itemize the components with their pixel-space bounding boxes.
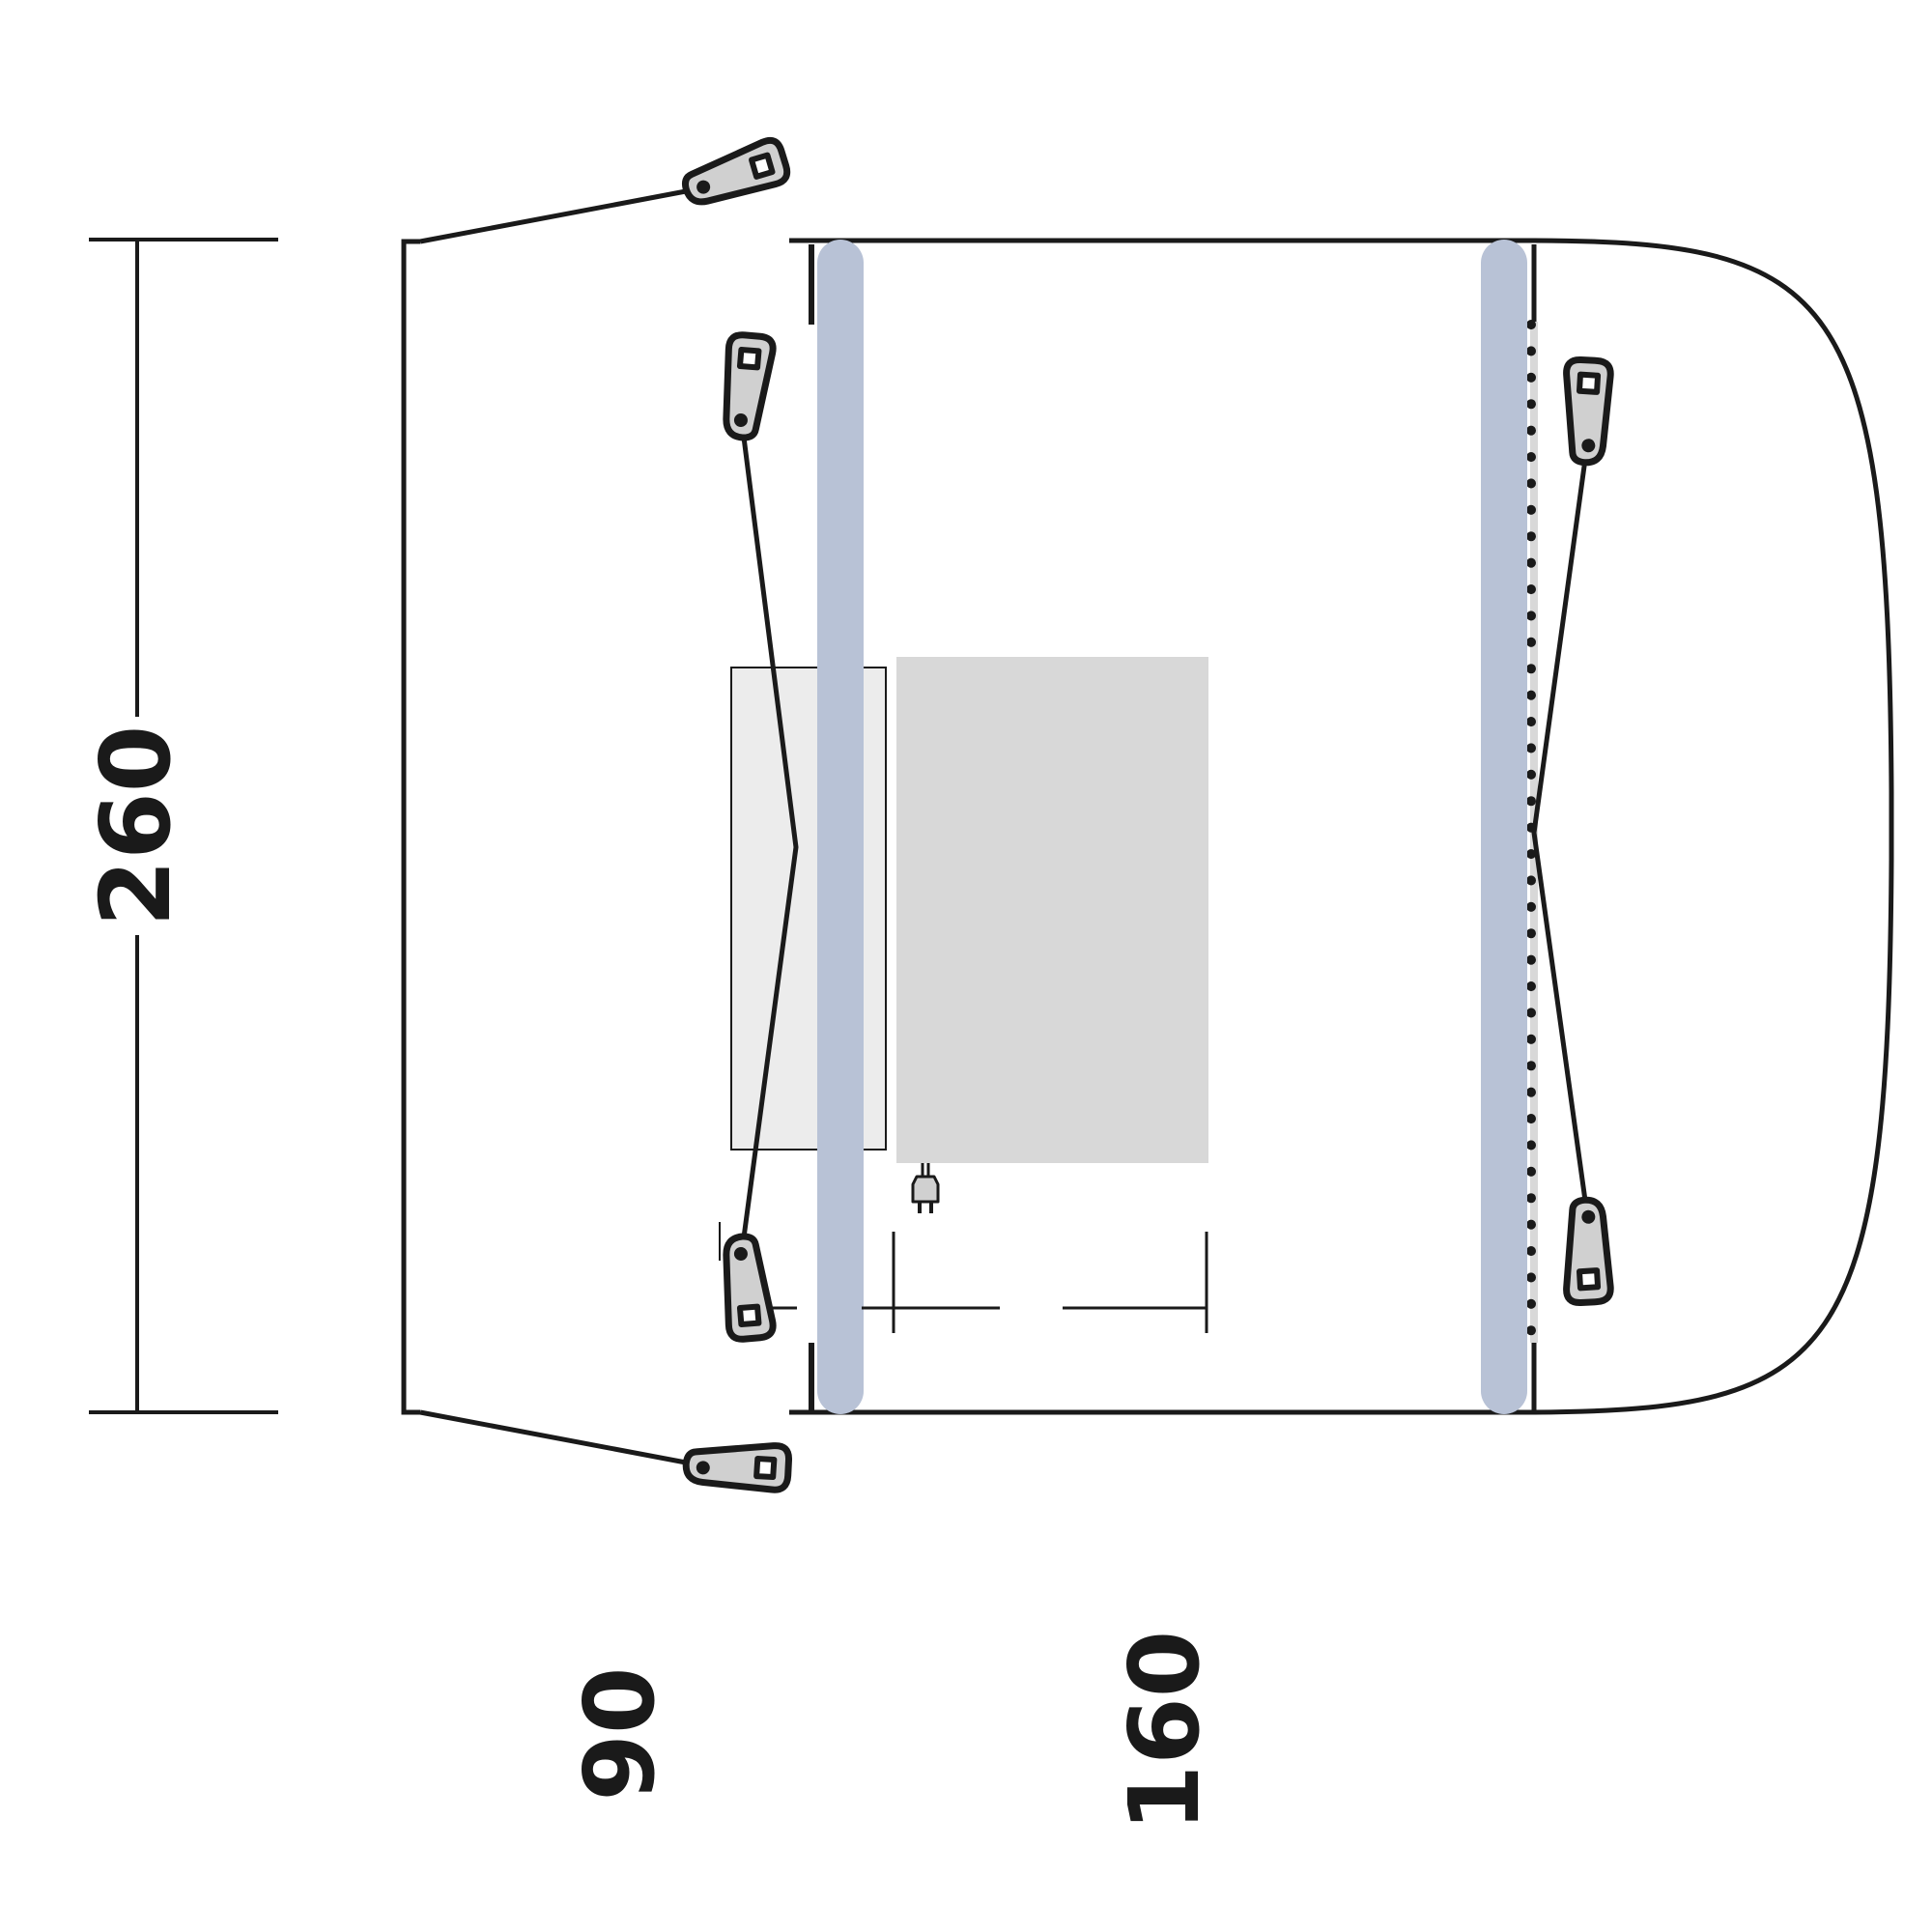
peg-icon xyxy=(724,334,777,439)
peg-icon xyxy=(683,1431,793,1497)
depth-dimension: 260 xyxy=(79,238,278,1414)
guy-line-front-top xyxy=(419,188,687,244)
inner-tent xyxy=(896,657,1208,1163)
power-plug-icon xyxy=(911,1163,940,1213)
peg-icon xyxy=(724,1236,777,1340)
width-dimension xyxy=(719,1222,1208,1333)
inner-width-label: 160 xyxy=(1108,1631,1221,1833)
guy-line-front-bottom xyxy=(419,1409,687,1465)
porch-outline xyxy=(401,188,687,1465)
guy-line-front-side xyxy=(739,421,799,1253)
peg-icon xyxy=(1551,355,1618,466)
peg-icon xyxy=(680,138,790,205)
porch-width-label: 90 xyxy=(563,1666,676,1801)
tent-body-outline xyxy=(789,238,1894,1415)
depth-label: 260 xyxy=(79,725,192,927)
guy-line-back-side xyxy=(1531,451,1589,1208)
peg-icon xyxy=(1551,1197,1618,1307)
